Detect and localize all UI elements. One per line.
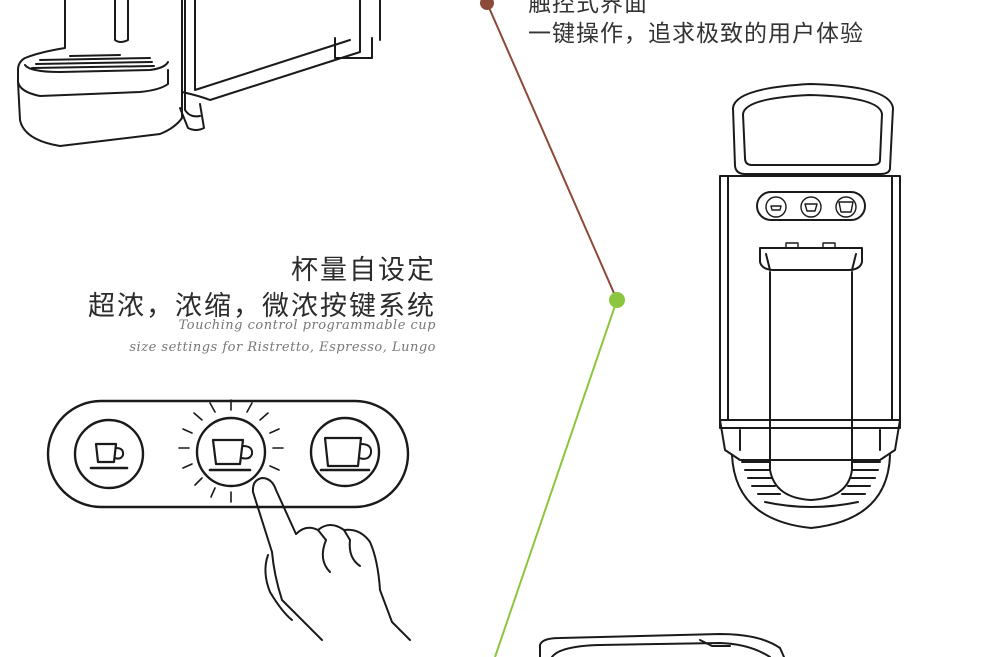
english-caption-1: Touching control programmable cup xyxy=(178,318,436,333)
brown-connector-line xyxy=(486,2,618,301)
cup-size-subtitle: 超浓，浓缩，微浓按键系统 xyxy=(88,291,436,322)
one-touch-caption: 一键操作，追求极致的用户体验 xyxy=(528,21,864,47)
touch-interface-heading: 触控式界面 xyxy=(528,0,648,17)
pointing-hand xyxy=(251,477,411,641)
brown-connector-dot xyxy=(480,0,494,10)
green-connector-dot xyxy=(609,292,625,308)
machine-bottom-partial xyxy=(539,633,785,657)
machine-top-view xyxy=(719,83,901,529)
cup-size-title: 杯量自设定 xyxy=(291,255,436,286)
touch-panel xyxy=(46,399,410,509)
english-caption-2: size settings for Ristretto, Espresso, L… xyxy=(129,340,436,355)
machine-side-partial xyxy=(17,0,381,147)
press-glow-rays xyxy=(178,399,284,503)
green-connector-line xyxy=(494,299,618,657)
